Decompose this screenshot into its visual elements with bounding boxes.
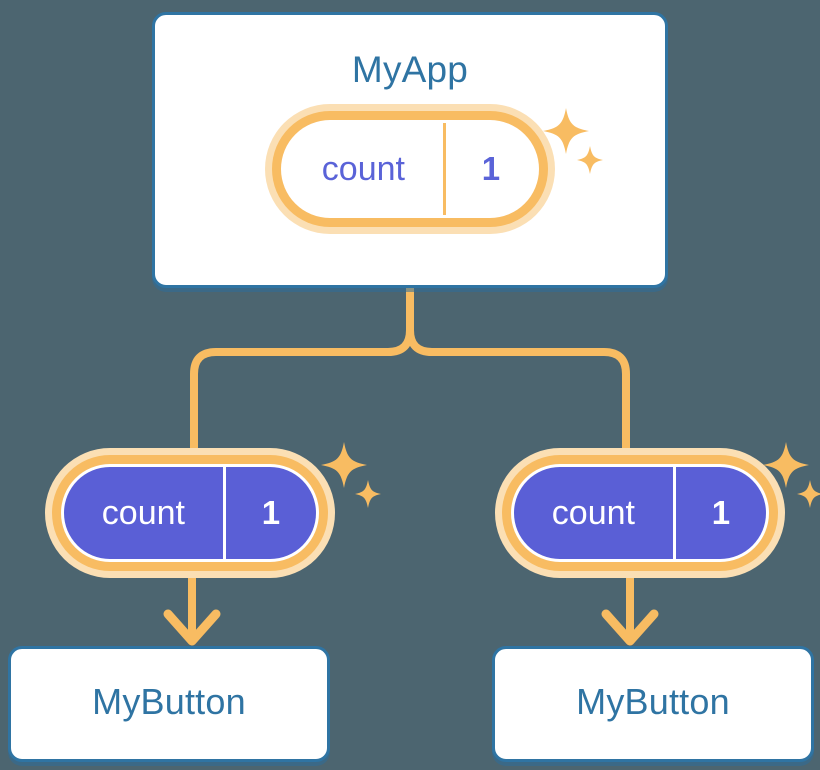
pill-body: count 1 [284,123,536,215]
state-pill-myapp[interactable]: count 1 [265,104,555,234]
component-title-mybutton-right: MyButton [576,681,730,722]
state-key: count [514,467,676,559]
component-title-mybutton-left: MyButton [92,681,246,722]
component-title-myapp: MyApp [351,49,469,90]
state-pill-mybutton-right[interactable]: count 1 [495,448,785,578]
state-key: count [284,123,446,215]
component-card-mybutton-left[interactable]: MyButton [8,646,330,762]
state-value: 1 [261,494,281,531]
state-value: 1 [481,150,501,187]
state-value: 1 [711,494,731,531]
arrow-down-icon-left [163,609,221,646]
connector-branch-right [406,284,630,474]
arrow-down-icon-right [601,609,659,646]
connector-branch-left [190,284,414,474]
state-key: count [64,467,226,559]
pill-body: count 1 [514,467,766,559]
state-pill-mybutton-left[interactable]: count 1 [45,448,335,578]
component-card-mybutton-right[interactable]: MyButton [492,646,814,762]
pill-body: count 1 [64,467,316,559]
